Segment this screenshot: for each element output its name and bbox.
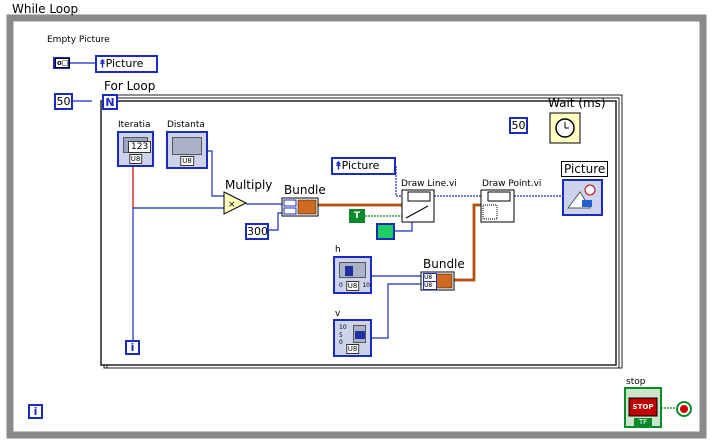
distanta-control: U8 xyxy=(166,131,208,169)
h-slider-handle xyxy=(345,266,353,276)
bundle-2-term-2: U8 xyxy=(423,281,437,290)
empty-picture-label: Empty Picture xyxy=(47,35,110,45)
stop-button-text[interactable]: STOP xyxy=(632,403,654,411)
wire-color-const xyxy=(394,220,413,232)
wire-distanta xyxy=(208,150,224,197)
while-loop-label: While Loop xyxy=(12,2,79,16)
while-loop-frame xyxy=(6,14,707,439)
v-slider-handle xyxy=(355,331,365,339)
svg-text:×: × xyxy=(228,200,236,210)
wire-picture-const xyxy=(395,166,402,197)
picture-arrow-icon-2: ⯭ xyxy=(335,159,342,172)
multiply-label: Multiply xyxy=(225,178,273,192)
draw-line-label: Draw Line.vi xyxy=(401,179,457,189)
bundle-1-label: Bundle xyxy=(284,183,326,197)
picture-constant-loop: ⯭Picture xyxy=(331,157,396,175)
h-label: h xyxy=(335,245,341,255)
picture-indicator-label: Picture xyxy=(561,161,609,177)
multiply-node xyxy=(223,191,248,215)
for-loop-count-terminal: N xyxy=(102,94,118,110)
loop-count-constant: 50 xyxy=(54,93,73,110)
for-loop-label: For Loop xyxy=(104,79,156,93)
stop-type-tag: TF xyxy=(634,418,652,426)
picture-constant-top: ⯭Picture xyxy=(95,55,158,73)
iteratia-control: 123 U8 xyxy=(117,131,154,167)
wire-v xyxy=(372,283,421,339)
h-slider-control: 0 5 10 U8 xyxy=(333,256,372,294)
v-slider-control: 10 5 0 U8 xyxy=(333,319,372,357)
wire-bundle2-out-core xyxy=(454,204,484,281)
multiplier-constant: 300 xyxy=(245,223,269,240)
wait-constant: 50 xyxy=(509,117,528,134)
color-constant xyxy=(376,223,395,240)
wait-label: Wait (ms) xyxy=(548,96,606,110)
v-label: v xyxy=(335,309,341,319)
bundle-2-label: Bundle xyxy=(423,257,465,271)
for-loop-iteration-terminal: i xyxy=(125,340,140,355)
picture-arrow-icon: ⯭ xyxy=(99,57,106,70)
boolean-true-constant: T xyxy=(349,209,365,223)
iteratia-label: Iteratia xyxy=(118,120,151,130)
distanta-label: Distanta xyxy=(167,120,205,130)
stop-label: stop xyxy=(626,377,646,387)
wire-300 xyxy=(268,212,282,231)
empty-picture-constant: o□ xyxy=(53,57,71,69)
while-loop-iteration-terminal: i xyxy=(28,404,43,419)
draw-point-label: Draw Point.vi xyxy=(482,179,542,189)
